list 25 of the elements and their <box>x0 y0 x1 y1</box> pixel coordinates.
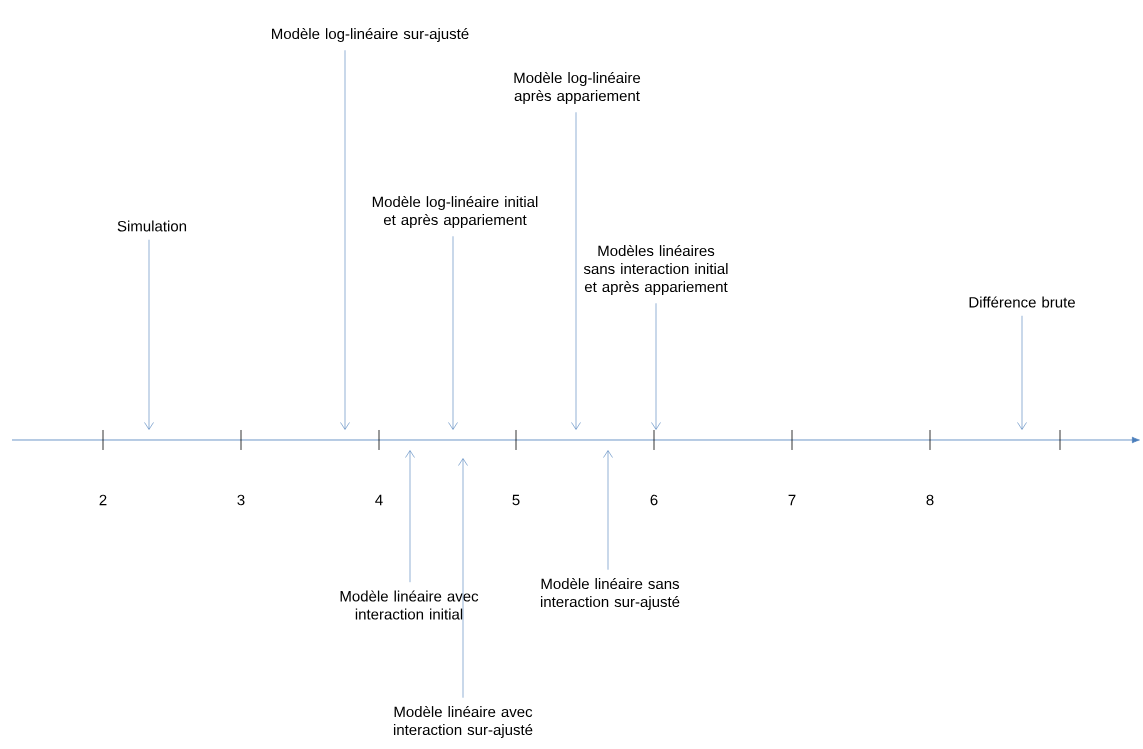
annotation-text: Modèle log-linéaire après appariement <box>514 71 641 105</box>
tick-label: 7 <box>788 494 796 506</box>
annotation-text: Modèle linéaire sans interaction sur-ajusté <box>541 577 680 611</box>
annotation-text: Modèle linéaire avec interaction initial <box>340 590 479 620</box>
tick-label: 6 <box>650 494 658 506</box>
leader-arrow <box>571 112 581 430</box>
tick-label: 8 <box>926 494 934 506</box>
annotation-text: Simulation <box>117 220 187 232</box>
tick-label: 5 <box>512 494 520 506</box>
leader-arrow <box>144 239 154 430</box>
tick-label: 2 <box>99 494 107 506</box>
tick-label: 4 <box>375 494 383 506</box>
leader-arrow <box>458 458 468 698</box>
annotation-text: Différence brute <box>969 296 1075 308</box>
tick-label: 3 <box>237 494 245 506</box>
annotation-text: Modèles linéaires sans interaction initial et après appariement <box>583 244 728 296</box>
annotation-text: Modèle log-linéaire sur-ajusté <box>272 27 469 43</box>
leader-arrow <box>603 450 613 570</box>
leader-arrow <box>448 236 458 430</box>
annotation-text: Modèle log-linéaire initial et après appariement <box>372 195 538 229</box>
leader-arrow <box>651 302 661 430</box>
annotation-text: Modèle linéaire avec interaction sur-ajusté <box>394 705 533 739</box>
leader-arrow <box>1017 315 1027 430</box>
leader-arrow <box>405 450 415 583</box>
leader-arrow <box>340 50 350 430</box>
